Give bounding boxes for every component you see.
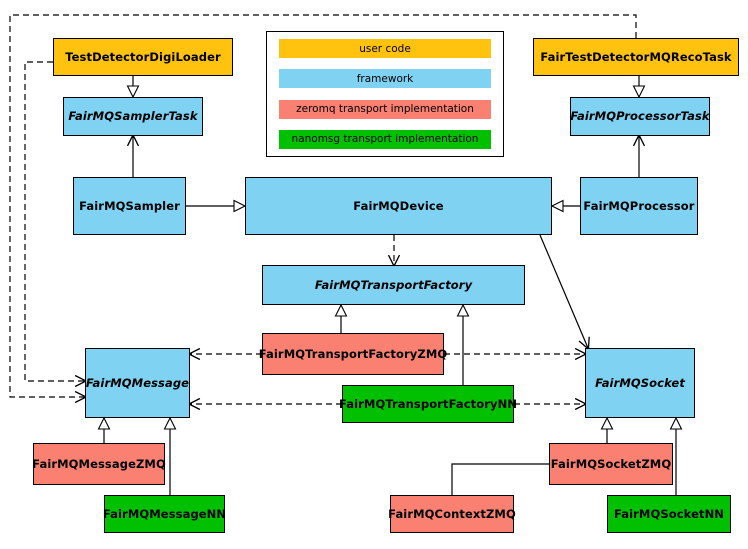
class-node-FairMQSocketNN[interactable]: FairMQSocketNN xyxy=(607,495,731,533)
class-node-FairMQContextZMQ[interactable]: FairMQContextZMQ xyxy=(388,495,516,533)
class-node-FairMQMessageNN[interactable]: FairMQMessageNN xyxy=(102,495,227,533)
class-node-FairTestDetectorMQRecoTask[interactable]: FairTestDetectorMQRecoTask xyxy=(533,38,739,76)
legend-item-nanomsg: nanomsg transport implementation xyxy=(279,129,491,149)
legend-item-zeromq: zeromq transport implementation xyxy=(279,99,491,119)
class-node-label: FairMQProcessorTask xyxy=(570,109,710,124)
class-node-label: FairMQSocket xyxy=(595,375,685,390)
class-node-FairMQDevice[interactable]: FairMQDevice xyxy=(245,177,552,235)
class-node-FairMQProcessor[interactable]: FairMQProcessor xyxy=(580,177,698,235)
class-node-label: FairMQMessageZMQ xyxy=(32,456,166,471)
legend-label-nanomsg: nanomsg transport implementation xyxy=(291,133,479,146)
class-node-FairMQSocketZMQ[interactable]: FairMQSocketZMQ xyxy=(549,443,673,485)
class-node-FairMQProcessorTask[interactable]: FairMQProcessorTask xyxy=(570,97,710,136)
class-node-label: FairMQSocketZMQ xyxy=(550,456,672,471)
class-node-label: FairMQProcessor xyxy=(583,198,695,213)
class-node-label: FairMQDevice xyxy=(353,198,444,213)
class-node-TestDetectorDigiLoader[interactable]: TestDetectorDigiLoader xyxy=(53,38,233,76)
legend-item-user-code: user code xyxy=(279,39,491,58)
class-node-label: FairTestDetectorMQRecoTask xyxy=(540,49,732,64)
class-node-label: TestDetectorDigiLoader xyxy=(65,49,221,64)
edge-contextzmq-to-socketzmq xyxy=(451,458,566,495)
class-node-label: FairMQTransportFactoryZMQ xyxy=(258,346,448,361)
legend-label-framework: framework xyxy=(356,72,414,85)
class-node-label: FairMQSocketNN xyxy=(613,506,725,521)
class-node-FairMQTransportFactoryNN[interactable]: FairMQTransportFactoryNN xyxy=(338,385,518,423)
class-node-label: FairMQMessageNN xyxy=(102,506,227,521)
class-node-label: FairMQContextZMQ xyxy=(388,506,516,521)
class-node-FairMQSocket[interactable]: FairMQSocket xyxy=(585,348,695,418)
class-node-FairMQTransportFactoryZMQ[interactable]: FairMQTransportFactoryZMQ xyxy=(259,333,447,375)
legend-label-user-code: user code xyxy=(359,42,411,55)
edge-device-to-socket xyxy=(539,234,588,348)
class-node-label: FairMQTransportFactoryNN xyxy=(338,396,518,411)
legend-item-framework: framework xyxy=(279,69,491,89)
class-node-label: FairMQSamplerTask xyxy=(68,109,198,124)
class-node-FairMQMessageZMQ[interactable]: FairMQMessageZMQ xyxy=(32,443,166,485)
class-node-FairMQTransportFactory[interactable]: FairMQTransportFactory xyxy=(262,265,525,305)
class-node-label: FairMQMessage xyxy=(85,375,190,390)
class-node-label: FairMQSampler xyxy=(79,198,180,213)
legend-label-zeromq: zeromq transport implementation xyxy=(296,103,474,116)
class-node-FairMQMessage[interactable]: FairMQMessage xyxy=(85,348,190,418)
legend: user code framework zeromq transport imp… xyxy=(266,31,504,157)
class-node-label: FairMQTransportFactory xyxy=(314,277,473,292)
class-node-FairMQSampler[interactable]: FairMQSampler xyxy=(73,177,186,235)
class-node-FairMQSamplerTask[interactable]: FairMQSamplerTask xyxy=(63,97,203,136)
